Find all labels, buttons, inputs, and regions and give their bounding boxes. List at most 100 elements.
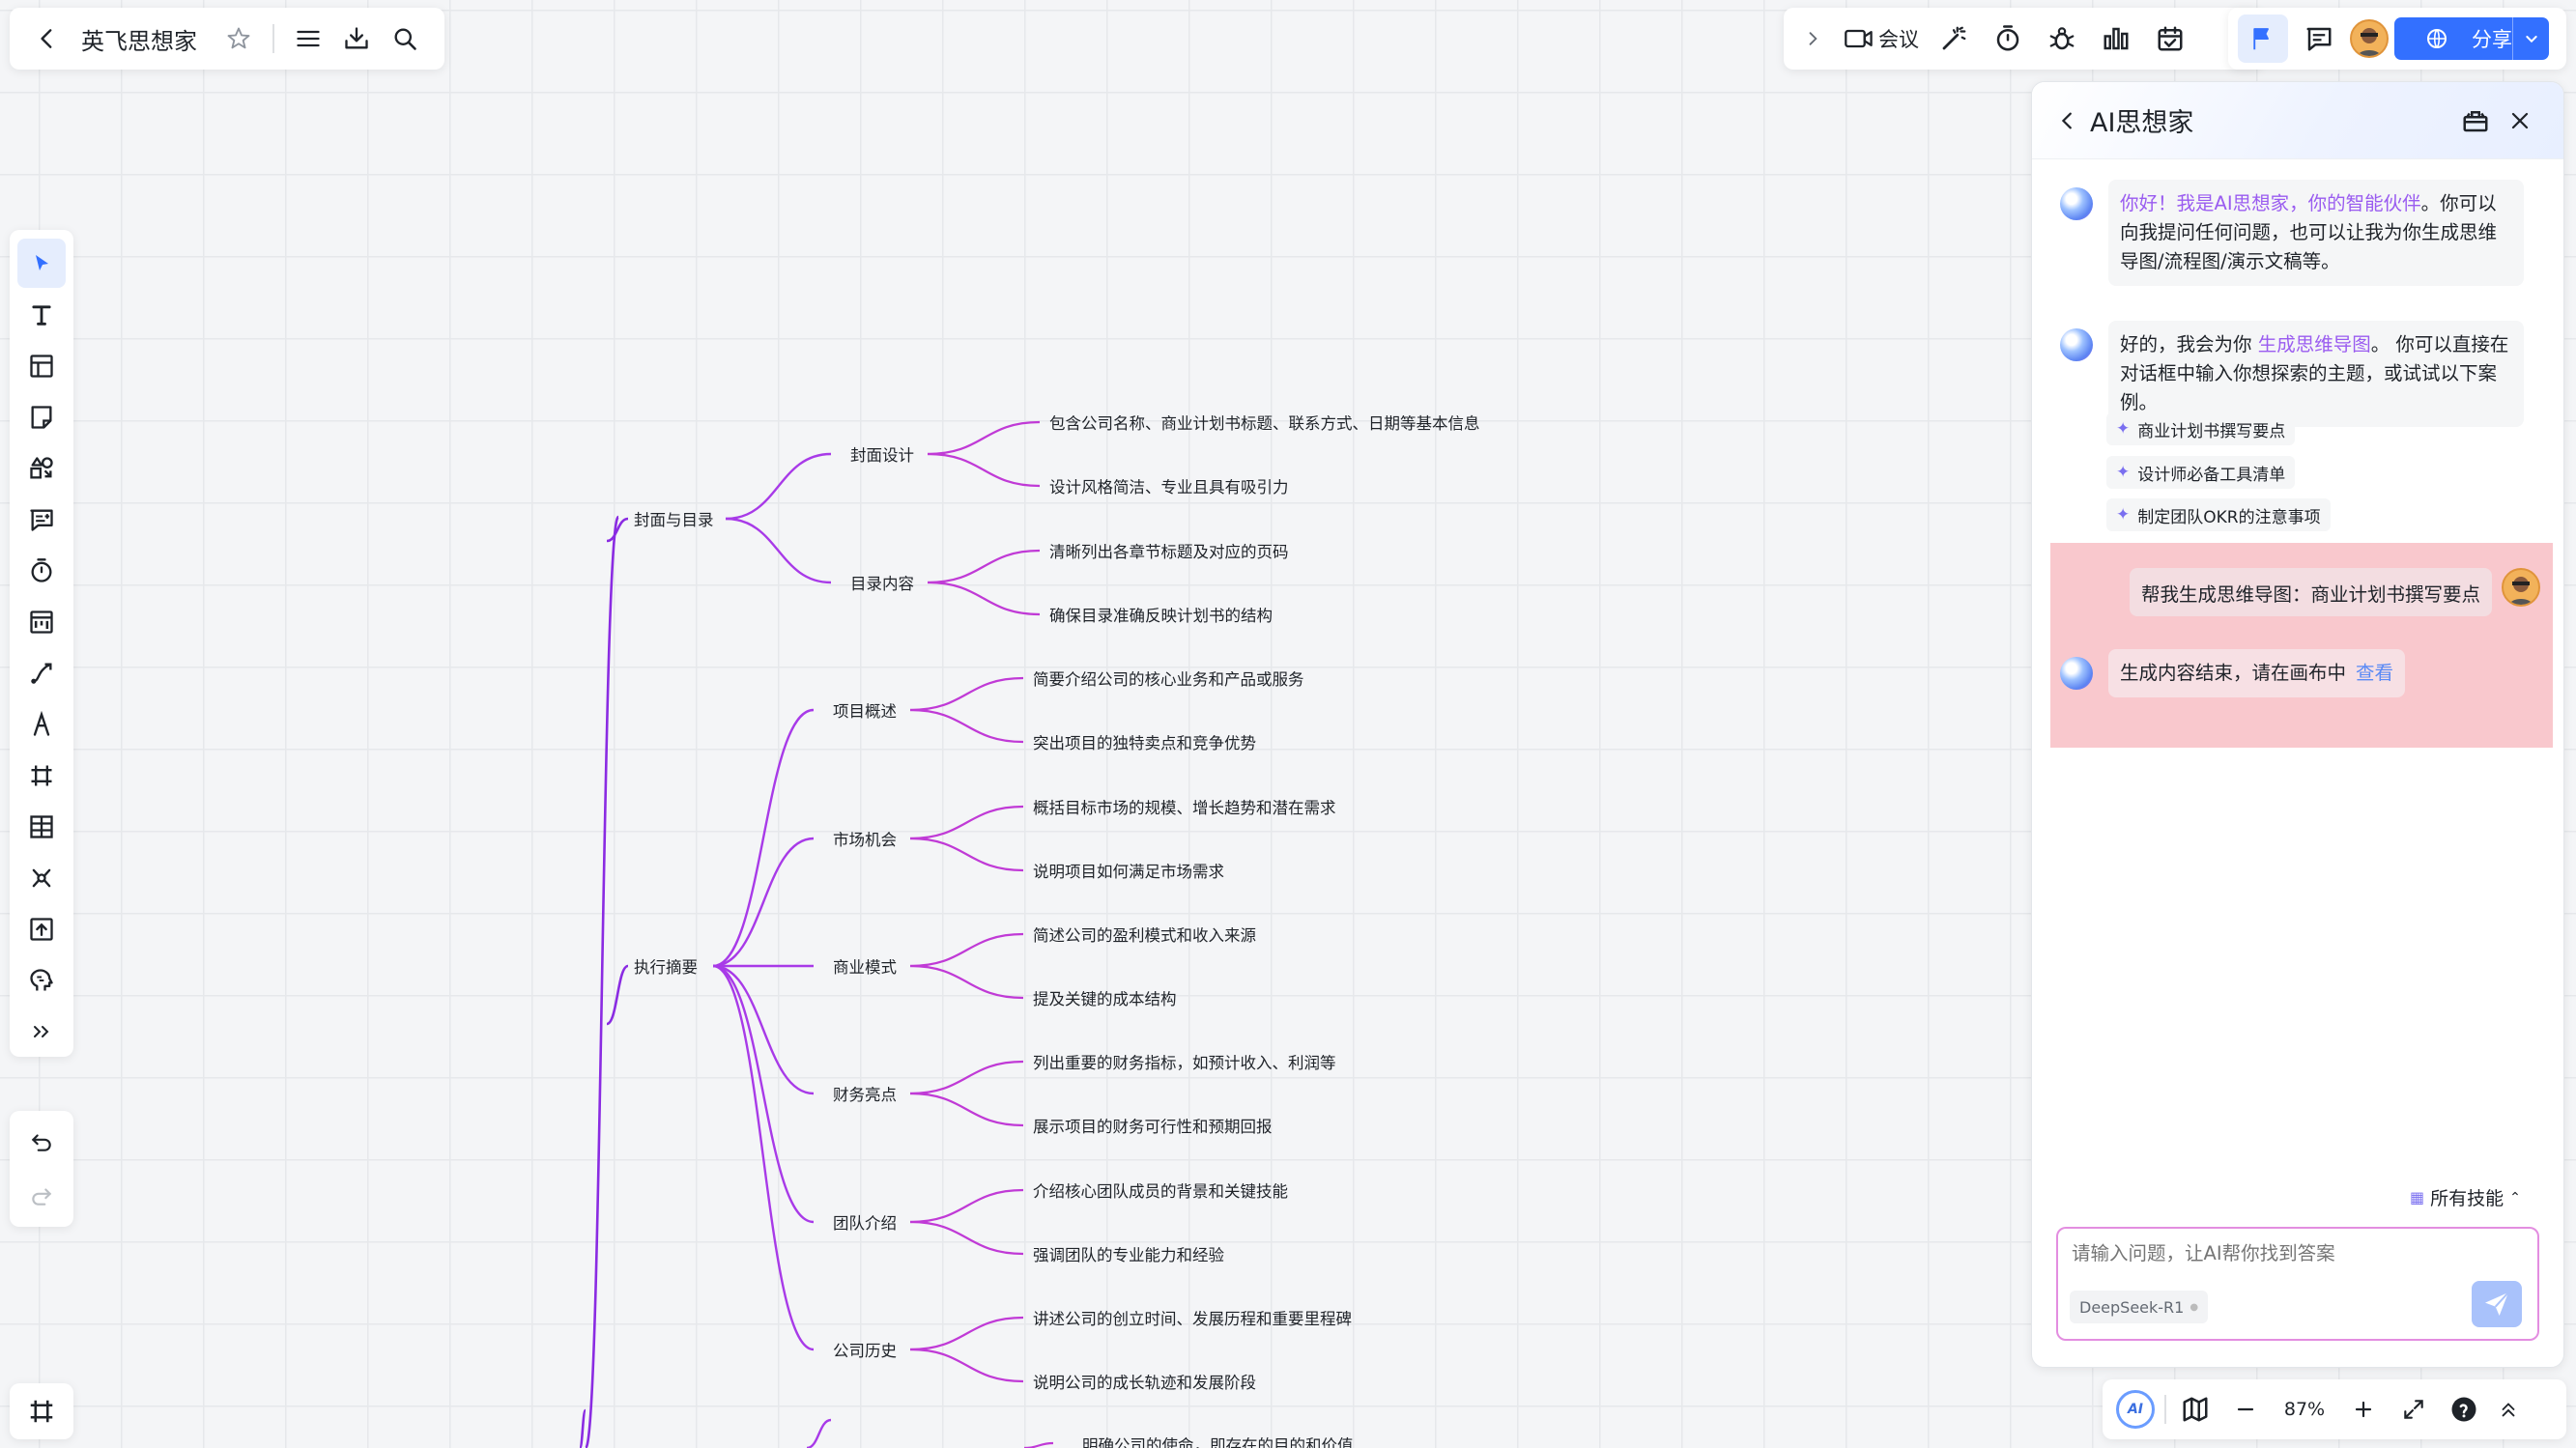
doc-title[interactable]: 英飞思想家 <box>81 27 197 55</box>
mindmap-leaf[interactable]: 设计风格简洁、专业且具有吸引力 <box>1049 478 1289 497</box>
search-icon[interactable] <box>381 14 429 63</box>
timer-icon[interactable] <box>17 546 66 595</box>
all-skills-button[interactable]: ▦所有技能⌃ <box>2410 1184 2521 1210</box>
toolbox-icon[interactable] <box>2453 99 2498 143</box>
undo-icon[interactable] <box>17 1118 66 1166</box>
view-link[interactable]: 查看 <box>2356 662 2394 684</box>
star-icon[interactable] <box>215 14 263 63</box>
flag-icon[interactable] <box>2238 14 2288 63</box>
zoom-out-icon[interactable] <box>2220 1385 2271 1434</box>
pen-icon[interactable] <box>17 699 66 749</box>
meeting-label[interactable]: 会议 <box>1878 28 1919 51</box>
mindmap-topic[interactable]: 封面设计 <box>850 446 914 465</box>
greeting-highlight: 你好！我是AI思想家，你的智能伙伴 <box>2120 192 2421 214</box>
mindmap-topic[interactable]: 公司历史 <box>833 1342 897 1360</box>
mindmap-leaf[interactable]: 列出重要的财务指标，如预计收入、利润等 <box>1033 1054 1336 1072</box>
divider <box>2164 1395 2166 1424</box>
layout-icon[interactable] <box>17 341 66 390</box>
mindmap-branch[interactable]: 执行摘要 <box>634 958 698 977</box>
upload-icon[interactable] <box>17 904 66 953</box>
frame-icon[interactable] <box>10 1383 73 1439</box>
avatar[interactable] <box>2350 19 2389 58</box>
chart-icon[interactable] <box>2089 14 2143 63</box>
calendar-icon[interactable] <box>2143 14 2197 63</box>
kanban-icon[interactable] <box>17 597 66 646</box>
table-icon[interactable] <box>17 802 66 851</box>
expand-icon[interactable] <box>2389 1385 2439 1434</box>
zoom-level[interactable]: 87% <box>2283 1399 2326 1420</box>
shapes-icon[interactable] <box>17 443 66 493</box>
mindmap-link[interactable]: 生成思维导图 <box>2257 333 2371 355</box>
suggestion-chip[interactable]: ✦商业计划书撰写要点 <box>2106 412 2296 445</box>
chat-input[interactable] <box>2072 1242 2516 1264</box>
text-icon[interactable] <box>17 290 66 339</box>
mindmap-connector <box>606 517 629 543</box>
comment-icon[interactable] <box>17 495 66 544</box>
mindmap-branch[interactable]: 封面与目录 <box>634 511 714 529</box>
mindmap-leaf[interactable]: 介绍核心团队成员的背景和关键技能 <box>1033 1182 1288 1201</box>
more-icon[interactable] <box>17 1007 66 1056</box>
mindmap-leaf[interactable]: 简要介绍公司的核心业务和产品或服务 <box>1033 670 1304 689</box>
mindmap-connector <box>909 964 1024 1000</box>
model-selector[interactable]: DeepSeek-R1● <box>2070 1291 2209 1323</box>
help-icon[interactable] <box>2439 1385 2489 1434</box>
mindmap-connector <box>909 1348 1024 1383</box>
connector-icon[interactable] <box>17 648 66 697</box>
mindmap-leaf[interactable]: 包含公司名称、商业计划书标题、联系方式、日期等基本信息 <box>1049 414 1480 433</box>
select-icon[interactable] <box>17 239 66 288</box>
comment-icon[interactable] <box>2294 14 2344 63</box>
mindmap-icon[interactable] <box>17 853 66 902</box>
mindmap-topic[interactable]: 商业模式 <box>833 958 897 977</box>
zoom-in-icon[interactable] <box>2338 1385 2389 1434</box>
mindmap-connector <box>909 1060 1024 1095</box>
mindmap-leaf[interactable]: 确保目录准确反映计划书的结构 <box>1049 607 1273 625</box>
suggestion-chip[interactable]: ✦设计师必备工具清单 <box>2106 456 2296 489</box>
send-icon[interactable] <box>2472 1281 2522 1327</box>
ai-brain-icon[interactable] <box>17 955 66 1005</box>
mindmap-topic[interactable]: 团队介绍 <box>833 1214 897 1233</box>
bug-icon[interactable] <box>2035 14 2089 63</box>
back-icon[interactable] <box>23 14 72 63</box>
magic-wand-icon[interactable] <box>1927 14 1981 63</box>
mindmap-leaf[interactable]: 突出项目的独特卖点和竞争优势 <box>1033 734 1256 752</box>
mindmap-leaf[interactable]: 简述公司的盈利模式和收入来源 <box>1033 926 1256 945</box>
mindmap-leaf[interactable]: 提及关键的成本结构 <box>1033 990 1177 1008</box>
ai-panel-title: AI思想家 <box>2090 108 2194 138</box>
collapse-up-icon[interactable] <box>2489 1385 2528 1434</box>
mindmap-topic[interactable]: 项目概述 <box>833 702 897 721</box>
close-icon[interactable] <box>2498 99 2542 143</box>
video-icon[interactable] <box>1832 14 1886 63</box>
mindmap-leaf[interactable]: 展示项目的财务可行性和预期回报 <box>1033 1118 1273 1136</box>
mindmap-leaf[interactable]: 概括目标市场的规模、增长趋势和潜在需求 <box>1033 799 1336 817</box>
grid-icon: ▦ <box>2410 1188 2425 1207</box>
mindmap-topic[interactable]: 财务亮点 <box>833 1086 897 1104</box>
redo-icon[interactable] <box>17 1172 66 1220</box>
download-icon[interactable] <box>332 14 381 63</box>
back-icon[interactable] <box>2053 99 2082 143</box>
reply-text: 好的，我会为你 生成思维导图。 你可以直接在对话框中输入你想探索的主题，或试试以… <box>2108 321 2524 427</box>
mindmap-leaf[interactable]: 说明项目如何满足市场需求 <box>1033 863 1224 881</box>
doc-header-bar: 英飞思想家 <box>10 8 444 70</box>
zoom-bar: AI 87% <box>2103 1379 2566 1439</box>
sticky-note-icon[interactable] <box>17 392 66 441</box>
mindmap-leaf[interactable]: 清晰列出各章节标题及对应的页码 <box>1049 543 1289 561</box>
mindmap-leaf[interactable]: 强调团队的专业能力和经验 <box>1033 1246 1224 1264</box>
mindmap-leaf[interactable]: 讲述公司的创立时间、发展历程和重要里程碑 <box>1033 1310 1352 1328</box>
chevron-down-icon[interactable] <box>2512 17 2549 60</box>
map-icon[interactable] <box>2170 1385 2220 1434</box>
mindmap-connector <box>606 964 629 1026</box>
timer-icon[interactable] <box>1981 14 2035 63</box>
mindmap-leaf[interactable]: 说明公司的成长轨迹和发展阶段 <box>1033 1374 1256 1392</box>
mindmap-topic[interactable]: 市场机会 <box>833 831 897 849</box>
ai-assistant-icon[interactable]: AI <box>2110 1385 2161 1434</box>
sparkle-icon: ✦ <box>2116 505 2131 525</box>
chevron-right-icon[interactable] <box>1793 14 1832 63</box>
share-button[interactable]: 分享 <box>2394 17 2549 60</box>
menu-icon[interactable] <box>284 14 332 63</box>
mindmap-connector <box>909 805 1024 840</box>
suggestion-chip[interactable]: ✦制定团队OKR的注意事项 <box>2106 498 2331 531</box>
frame-icon[interactable] <box>17 751 66 800</box>
mindmap-leaf[interactable]: 明确公司的使命，即存在的目的和价值 <box>1082 1436 1354 1448</box>
mindmap-topic[interactable]: 目录内容 <box>850 575 914 593</box>
